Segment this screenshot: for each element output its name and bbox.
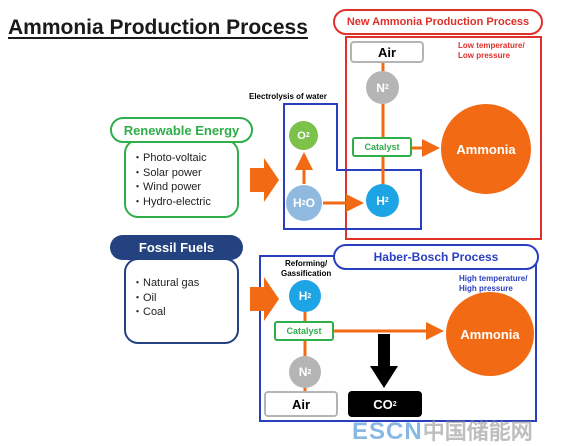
list-item: Hydro-electric [132, 195, 211, 210]
list-item: Oil [132, 291, 199, 306]
haber-ammonia-circle: Ammonia [446, 292, 534, 376]
new-process-catalyst-box: Catalyst [352, 137, 412, 157]
fossil-list: Natural gas Oil Coal [132, 276, 199, 320]
watermark-latin: ESCN [352, 418, 423, 445]
electrolysis-label: Electrolysis of water [249, 92, 327, 101]
renewable-list: Photo-voltaic Solar power Wind power Hyd… [132, 151, 211, 209]
n2-subscript: 2 [307, 368, 312, 376]
new-process-ammonia-circle: Ammonia [441, 104, 531, 194]
h2-symbol: H [298, 289, 308, 303]
haber-condition: High temperature/ High pressure [459, 274, 527, 294]
co2-symbol: CO [373, 396, 393, 412]
reforming-line: Reforming/ [285, 259, 328, 268]
o2-subscript: 2 [305, 132, 310, 139]
o2-symbol: O [297, 129, 306, 142]
new-process-label: New Ammonia Production Process [333, 9, 543, 35]
list-item: Solar power [132, 166, 211, 181]
new-process-condition: Low temperature/ Low pressure [458, 41, 525, 61]
haber-catalyst-box: Catalyst [274, 321, 334, 341]
new-process-condition-line: Low pressure [458, 51, 511, 60]
fossil-arrow-icon [250, 277, 279, 321]
fossil-label: Fossil Fuels [110, 235, 243, 260]
haber-condition-line: High pressure [459, 284, 513, 293]
n2-symbol: N [298, 365, 308, 379]
h2o-symbol-h: H [293, 196, 302, 210]
h2-subscript: 2 [384, 197, 389, 204]
renewable-label: Renewable Energy [110, 117, 253, 143]
new-process-air-box: Air [350, 41, 424, 63]
watermark-cjk: 中国储能网 [422, 419, 533, 444]
new-process-condition-line: Low temperature/ [458, 41, 525, 50]
page-title: Ammonia Production Process [8, 16, 308, 39]
co2-arrow-icon [370, 334, 398, 388]
haber-condition-line: High temperature/ [459, 274, 528, 283]
list-item: Natural gas [132, 276, 199, 291]
haber-air-box: Air [264, 391, 338, 417]
n2-subscript: 2 [384, 84, 389, 91]
reforming-label: Reforming/ Gassification [281, 259, 331, 279]
list-item: Coal [132, 305, 199, 320]
renewable-arrow-icon [250, 158, 279, 202]
h2o-subscript: 2 [301, 199, 306, 207]
watermark: ESCN中国储能网 [352, 414, 533, 446]
h2-symbol: H [376, 193, 385, 208]
h2-subscript: 2 [307, 292, 312, 300]
reforming-line: Gassification [281, 269, 332, 278]
new-process-panel [345, 36, 542, 240]
h2o-symbol-o: O [305, 196, 315, 210]
co2-subscript: 2 [392, 400, 397, 408]
list-item: Photo-voltaic [132, 151, 211, 166]
n2-symbol: N [376, 80, 385, 95]
haber-label: Haber-Bosch Process [333, 244, 539, 270]
list-item: Wind power [132, 180, 211, 195]
